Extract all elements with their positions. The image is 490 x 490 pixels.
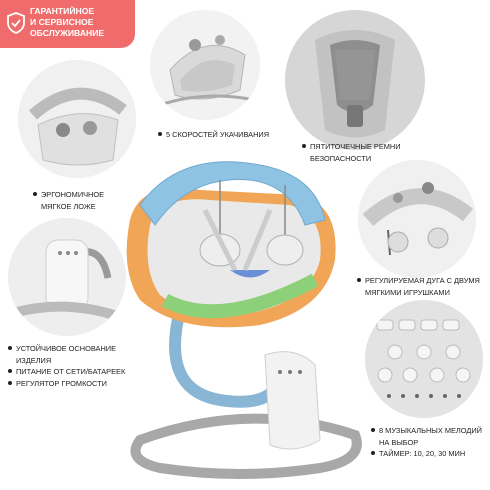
badge-line-1: ГАРАНТИЙНОЕ <box>30 6 95 16</box>
feature-speeds: 5 СКОРОСТЕЙ УКАЧИВАНИЯ <box>158 130 269 142</box>
circle-base <box>8 218 126 336</box>
feature-melodies-text-2: НА ВЫБОР <box>379 437 419 447</box>
baby-swing-image <box>126 161 362 479</box>
feature-melodies-text-1: 8 МУЗЫКАЛЬНЫХ МЕЛОДИЙ <box>379 426 482 435</box>
circle-control-panel <box>365 300 483 418</box>
circle-harness <box>285 10 425 150</box>
feature-timer-text: ТАЙМЕР: 10, 20, 30 МИН <box>379 449 466 458</box>
base-image <box>8 218 126 336</box>
feature-harness-text-1: ПЯТИТОЧЕЧНЫЕ РЕМНИ <box>310 142 401 151</box>
control-panel-image <box>365 300 483 418</box>
feature-harness-text-2: БЕЗОПАСНОСТИ <box>310 153 372 163</box>
feature-arch: РЕГУЛИРУЕМАЯ ДУГА С ДВУМЯ МЯГКИМИ ИГРУШК… <box>357 276 480 299</box>
feature-melodies-list: 8 МУЗЫКАЛЬНЫХ МЕЛОДИЙ НА ВЫБОР ТАЙМЕР: 1… <box>371 426 482 461</box>
feature-base-text-1: УСТОЙЧИВОЕ ОСНОВАНИЕ <box>16 344 117 353</box>
harness-image <box>285 10 425 150</box>
feature-arch-text-2: МЯГКИМИ ИГРУШКАМИ <box>365 287 450 297</box>
bullet-icon <box>33 192 37 196</box>
circle-arch-toys <box>358 160 476 278</box>
feature-arch-text-1: РЕГУЛИРУЕМАЯ ДУГА С ДВУМЯ <box>365 276 480 285</box>
circle-ergonomic-bed <box>18 60 136 178</box>
bullet-icon <box>371 428 375 432</box>
feature-base-list: УСТОЙЧИВОЕ ОСНОВАНИЕ ИЗДЕЛИЯ ПИТАНИЕ ОТ … <box>8 344 125 390</box>
bullet-icon <box>302 144 306 148</box>
bullet-icon <box>357 278 361 282</box>
badge-line-3: ОБСЛУЖИВАНИЕ <box>30 28 105 38</box>
feature-power-text: ПИТАНИЕ ОТ СЕТИ/БАТАРЕЕК <box>16 367 126 376</box>
feature-base-text-2: ИЗДЕЛИЯ <box>16 355 52 365</box>
bullet-icon <box>8 380 12 385</box>
feature-volume-text: РЕГУЛЯТОР ГРОМКОСТИ <box>16 378 107 388</box>
arch-toys-image <box>358 160 476 278</box>
badge-line-2: И СЕРВИСНОЕ <box>30 17 94 27</box>
feature-bed-text-2: МЯГКОЕ ЛОЖЕ <box>41 201 96 211</box>
bullet-icon <box>158 132 162 136</box>
ergonomic-bed-image <box>18 60 136 178</box>
feature-bed: ЭРГОНОМИЧНОЕ МЯГКОЕ ЛОЖЕ <box>33 190 104 213</box>
bullet-icon <box>8 346 12 350</box>
feature-speeds-text: 5 СКОРОСТЕЙ УКАЧИВАНИЯ <box>166 130 270 139</box>
bullet-icon <box>8 369 12 373</box>
feature-bed-text-1: ЭРГОНОМИЧНОЕ <box>41 190 105 199</box>
feature-harness: ПЯТИТОЧЕЧНЫЕ РЕМНИ БЕЗОПАСНОСТИ <box>302 142 401 165</box>
badge-text: ГАРАНТИЙНОЕ И СЕРВИСНОЕ ОБСЛУЖИВАНИЕ <box>30 6 134 39</box>
shield-check-icon <box>7 12 25 34</box>
bullet-icon <box>371 451 375 455</box>
rocking-seat-image <box>150 10 260 120</box>
warranty-badge: ГАРАНТИЙНОЕ И СЕРВИСНОЕ ОБСЛУЖИВАНИЕ <box>0 0 135 48</box>
circle-rocking-seat <box>150 10 260 120</box>
